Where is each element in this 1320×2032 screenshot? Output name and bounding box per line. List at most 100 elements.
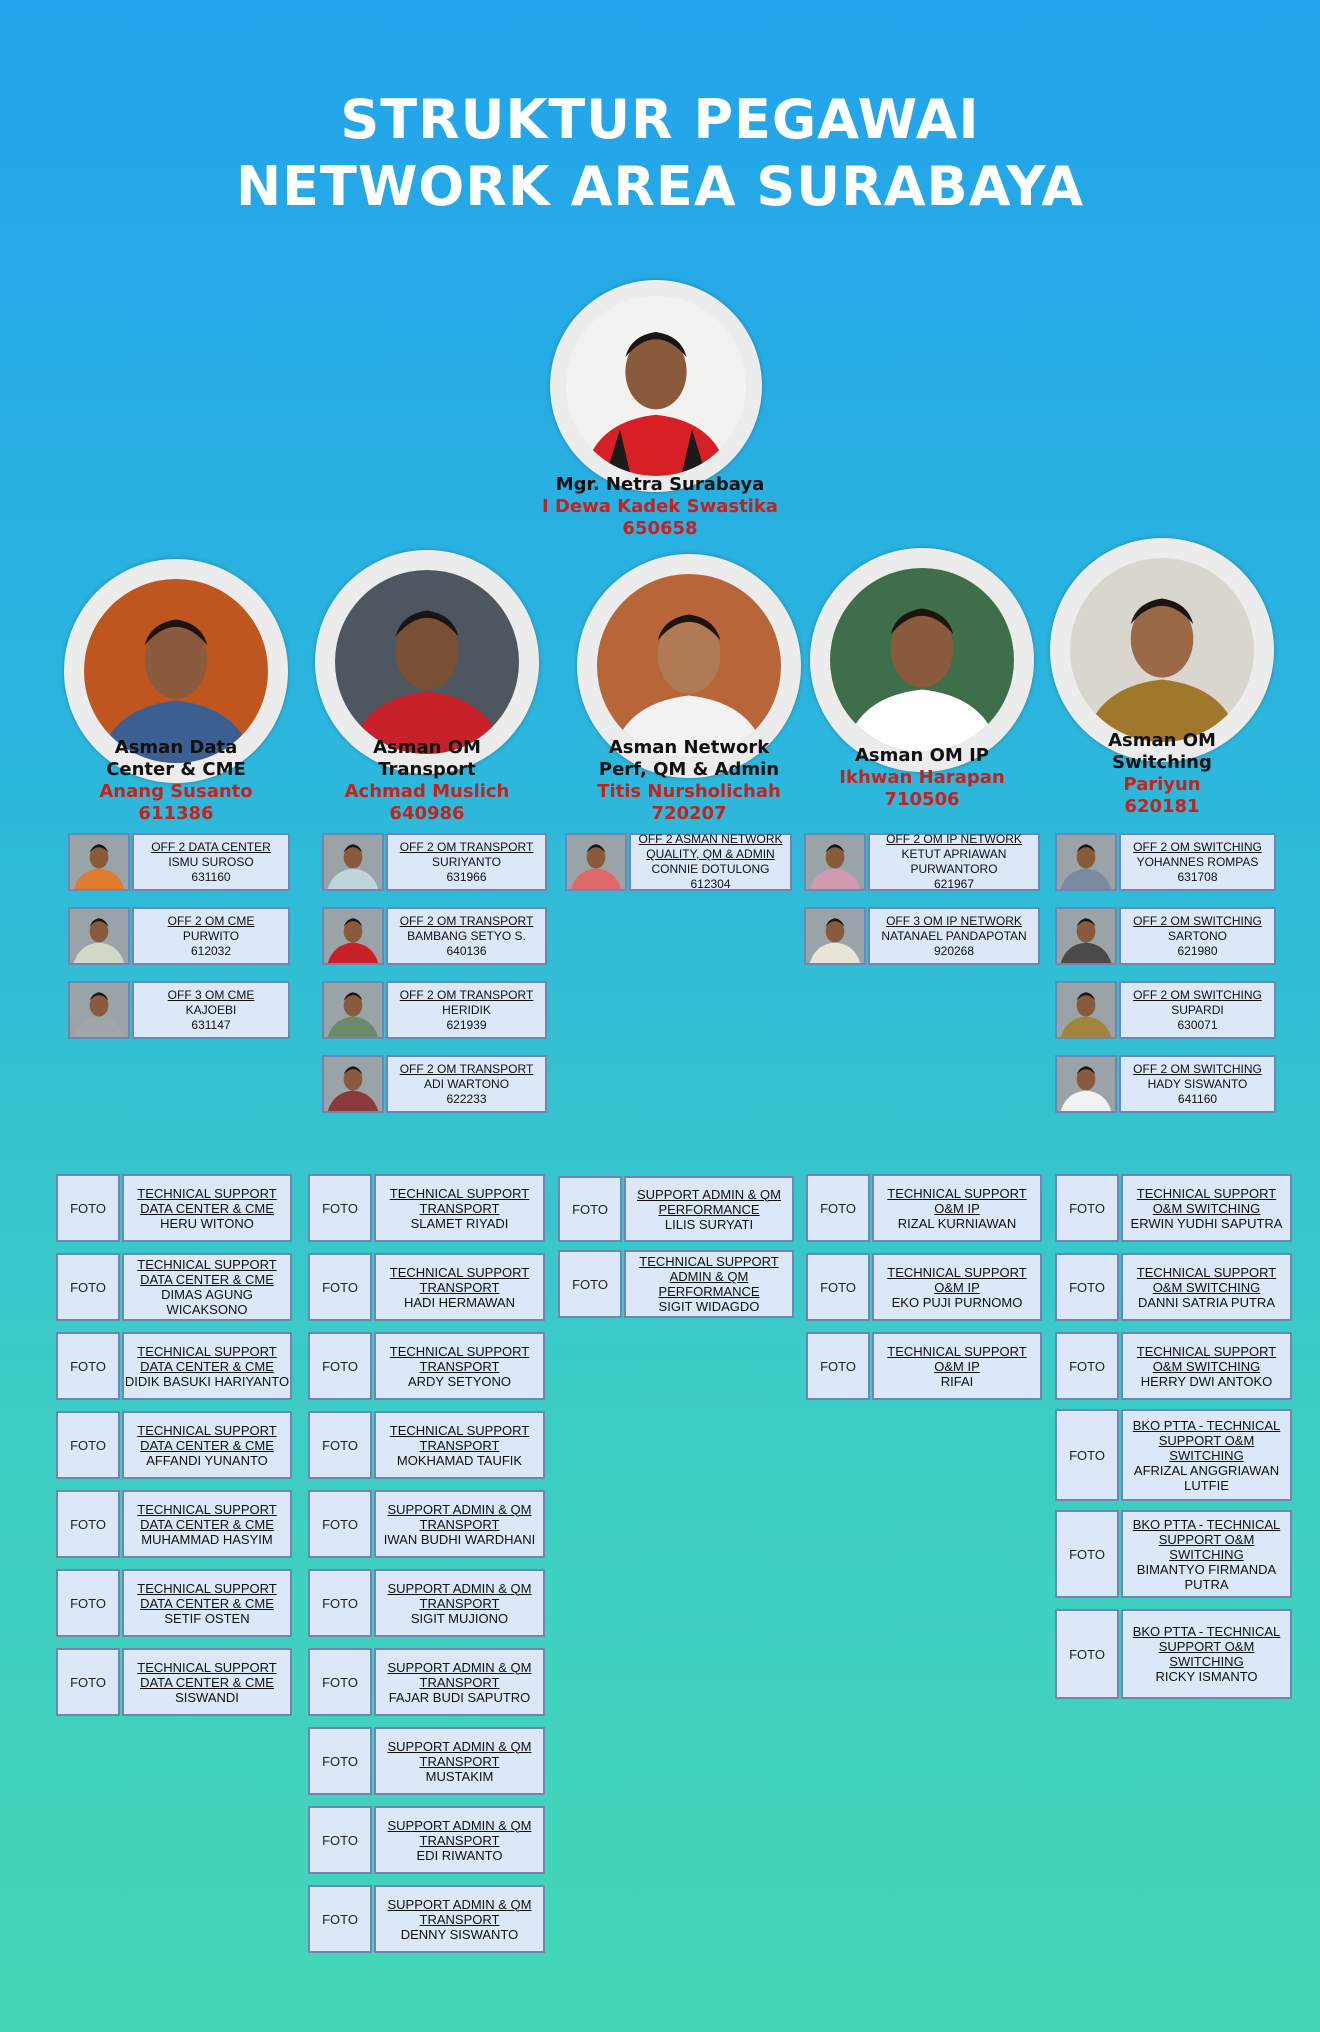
asman-name: Titis Nursholichah [597,781,781,802]
support-photo-placeholder: FOTO [1055,1332,1119,1400]
support-info: TECHNICAL SUPPORT ADMIN & QM PERFORMANCE… [624,1250,794,1318]
asman-photo-frame [315,550,539,774]
officer-photo [1055,833,1117,891]
officer-role: OFF 2 ASMAN NETWORK QUALITY, QM & ADMIN [638,832,783,861]
support-role: SUPPORT ADMIN & QM TRANSPORT [387,1580,532,1611]
officer-photo [68,833,130,891]
officer-role: OFF 2 OM SWITCHING [1133,839,1262,854]
officer-photo [804,907,866,965]
support-photo-placeholder: FOTO [56,1648,120,1716]
support-photo-placeholder: FOTO [308,1332,372,1400]
support-photo-placeholder: FOTO [806,1253,870,1321]
officer-name: HERIDIK [442,1002,491,1017]
manager-photo-frame [550,280,762,492]
support-name: HADI HERMAWAN [404,1294,515,1310]
support-photo-placeholder: FOTO [56,1253,120,1321]
asman-position: Perf, QM & Admin [598,759,780,780]
support-photo-placeholder: FOTO [308,1490,372,1558]
support-role: TECHNICAL SUPPORT TRANSPORT [389,1185,530,1216]
support-photo-placeholder: FOTO [308,1727,372,1795]
support-role: SUPPORT ADMIN & QM TRANSPORT [387,1501,532,1532]
officer-nik: 612032 [190,943,232,958]
support-photo-placeholder: FOTO [806,1332,870,1400]
support-name: HERU WITONO [160,1215,254,1231]
support-photo-placeholder: FOTO [308,1648,372,1716]
officer-name: CONNIE DOTULONG [651,862,770,876]
support-name: EKO PUJI PURNOMO [891,1294,1023,1310]
officer-nik: 621967 [933,877,975,891]
officer-photo [1055,981,1117,1039]
support-photo-placeholder: FOTO [56,1174,120,1242]
support-photo-placeholder: FOTO [558,1176,622,1242]
support-info: BKO PTTA - TECHNICAL SUPPORT O&M SWITCHI… [1121,1409,1292,1501]
asman-photo [84,579,268,763]
support-photo-placeholder: FOTO [308,1253,372,1321]
asman-position: Switching [1112,752,1212,773]
support-photo-placeholder: FOTO [1055,1409,1119,1501]
officer-nik: 630071 [1177,1017,1218,1032]
support-role: TECHNICAL SUPPORT O&M SWITCHING [1136,1343,1277,1374]
support-role: SUPPORT ADMIN & QM TRANSPORT [387,1896,532,1927]
officer-nik: 631966 [446,869,487,884]
support-name: SIGIT WIDAGDO [658,1299,760,1314]
support-role: TECHNICAL SUPPORT O&M IP [887,1264,1027,1295]
officer-nik: 612304 [690,877,731,891]
support-photo-placeholder: FOTO [56,1569,120,1637]
officer-role: OFF 2 DATA CENTER [151,839,271,854]
support-name: BIMANTYO FIRMANDA PUTRA [1136,1561,1277,1592]
asman-nik: 640986 [389,803,465,824]
asman-name: Achmad Muslich [344,781,510,802]
asman-photo-frame [577,554,801,778]
support-role: TECHNICAL SUPPORT DATA CENTER & CME [137,1343,277,1374]
asman-nik: 620181 [1124,796,1200,817]
support-role: TECHNICAL SUPPORT DATA CENTER & CME [137,1501,277,1532]
support-role: BKO PTTA - TECHNICAL SUPPORT O&M SWITCHI… [1132,1624,1281,1669]
support-role: SUPPORT ADMIN & QM TRANSPORT [387,1817,532,1848]
support-name: ERWIN YUDHI SAPUTRA [1130,1215,1283,1231]
support-name: MUHAMMAD HASYIM [141,1531,273,1547]
officer-photo [1055,907,1117,965]
support-photo-placeholder: FOTO [56,1332,120,1400]
support-photo-placeholder: FOTO [308,1411,372,1479]
asman-photo [597,574,781,758]
officer-name: ADI WARTONO [423,1076,510,1091]
asman-position: Asman Network [608,737,770,758]
support-role: TECHNICAL SUPPORT O&M IP [887,1343,1027,1374]
support-name: DIMAS AGUNG WICAKSONO [161,1287,253,1317]
